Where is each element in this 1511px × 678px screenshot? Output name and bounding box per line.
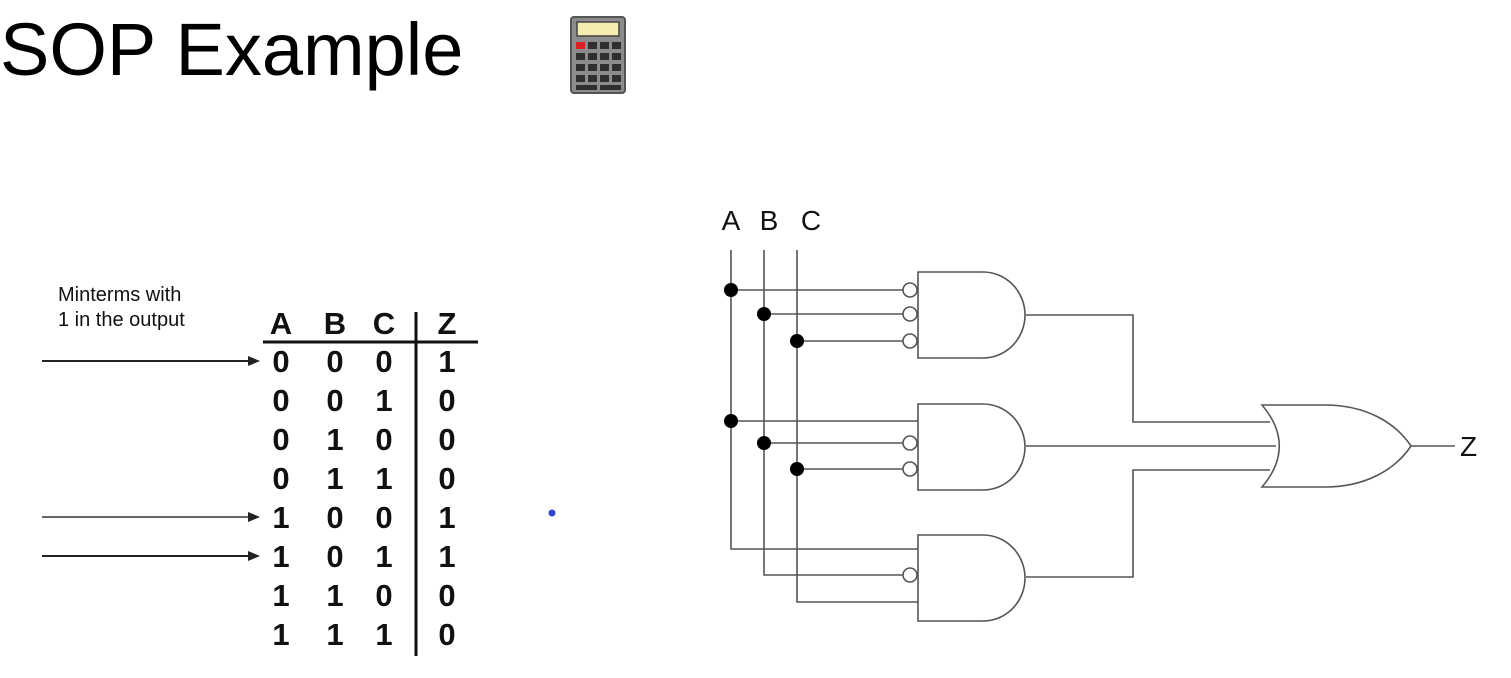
table-cell: 0 — [375, 422, 392, 457]
table-cell: 1 — [326, 578, 343, 613]
table-cell: 0 — [375, 344, 392, 379]
marker-dot — [548, 509, 556, 517]
annotation-line-2: 1 in the output — [58, 309, 185, 331]
inverter-bubble — [902, 435, 918, 451]
inverter-bubble — [902, 306, 918, 322]
annotation-line-1: Minterms with — [58, 284, 182, 306]
table-cell: 0 — [272, 383, 289, 418]
table-cell: 1 — [326, 461, 343, 496]
table-cell: 0 — [272, 344, 289, 379]
minterm-arrows — [42, 356, 260, 561]
junction-dot — [790, 462, 804, 476]
junction-dot — [790, 334, 804, 348]
table-cell: 1 — [438, 344, 455, 379]
table-cell: 0 — [326, 344, 343, 379]
logic-circuit: A B C — [722, 205, 1477, 622]
table-row: 0 0 1 0 — [272, 383, 455, 418]
table-cell: 0 — [438, 383, 455, 418]
input-rail-b — [763, 250, 903, 576]
junction-dot — [724, 283, 738, 297]
table-cell: 0 — [326, 500, 343, 535]
table-cell: 1 — [375, 461, 392, 496]
table-cell: 0 — [438, 578, 455, 613]
table-cell: 1 — [272, 539, 289, 574]
minterm-arrow-row-6 — [42, 551, 260, 561]
junction-dot — [724, 414, 738, 428]
table-cell: 0 — [272, 461, 289, 496]
minterm-arrow-row-1 — [42, 356, 260, 366]
inverter-bubble — [902, 461, 918, 477]
input-rail-a — [730, 250, 918, 550]
input-label-a: A — [722, 205, 741, 236]
table-cell: 0 — [375, 500, 392, 535]
minterm-arrow-row-5 — [42, 512, 260, 522]
table-row: 0 1 1 0 — [272, 461, 455, 496]
table-cell: 0 — [326, 383, 343, 418]
minterm-annotation: Minterms with 1 in the output — [58, 283, 185, 333]
table-header-c: C — [373, 306, 395, 341]
table-cell: 1 — [438, 539, 455, 574]
input-label-b: B — [760, 205, 779, 236]
input-rail-c — [796, 250, 918, 603]
output-label-z: Z — [1460, 431, 1477, 462]
table-cell: 1 — [272, 617, 289, 652]
table-row: 1 0 1 1 — [272, 539, 455, 574]
or-gate — [1260, 404, 1412, 488]
table-row: 0 0 0 1 — [272, 344, 455, 379]
junction-dots — [724, 283, 804, 476]
table-cell: 0 — [438, 422, 455, 457]
table-cell: 0 — [375, 578, 392, 613]
table-row: 0 1 0 0 — [272, 422, 455, 457]
table-header-z: Z — [438, 306, 457, 341]
truth-table: A B C Z 0 0 0 1 0 0 1 0 0 1 0 0 0 1 1 — [263, 306, 478, 656]
table-cell: 0 — [438, 461, 455, 496]
table-cell: 1 — [375, 539, 392, 574]
table-header-b: B — [324, 306, 346, 341]
table-cell: 0 — [272, 422, 289, 457]
table-cell: 1 — [375, 617, 392, 652]
inverter-bubble — [902, 567, 918, 583]
junction-dot — [757, 436, 771, 450]
page-title: SOP Example — [0, 8, 464, 91]
table-cell: 1 — [272, 578, 289, 613]
table-cell: 1 — [438, 500, 455, 535]
inverter-bubble — [902, 282, 918, 298]
and-gate-3 — [902, 469, 1270, 622]
table-cell: 1 — [326, 617, 343, 652]
table-cell: 1 — [375, 383, 392, 418]
table-cell: 0 — [438, 617, 455, 652]
table-cell: 1 — [326, 422, 343, 457]
table-row: 1 1 0 0 — [272, 578, 455, 613]
input-label-c: C — [801, 205, 821, 236]
table-row: 1 0 0 1 — [272, 500, 455, 535]
and-gate-1 — [731, 271, 1270, 423]
table-cell: 0 — [326, 539, 343, 574]
and-gate-2 — [731, 403, 1276, 491]
table-row: 1 1 1 0 — [272, 617, 455, 652]
calculator-icon — [570, 16, 626, 94]
table-cell: 1 — [272, 500, 289, 535]
table-header-a: A — [270, 306, 292, 341]
junction-dot — [757, 307, 771, 321]
inverter-bubble — [902, 333, 918, 349]
